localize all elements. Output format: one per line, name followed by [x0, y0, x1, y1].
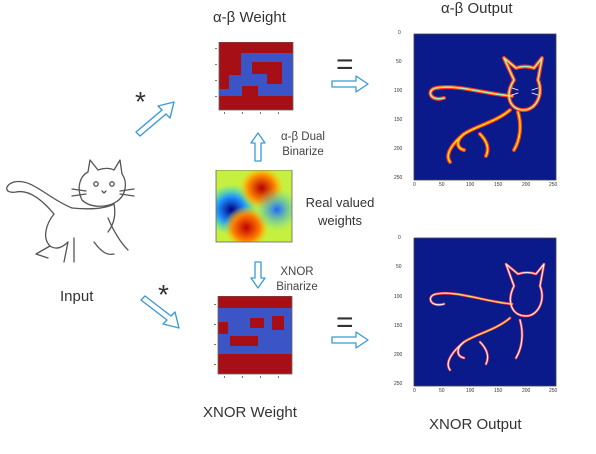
- input-cat-sketch: [6, 159, 135, 263]
- xnor-binarize-line2: Binarize: [276, 281, 318, 293]
- ab-weight-title: α-β Weight: [213, 9, 286, 26]
- xnor-output-panel: 0 50 100 150 200 250 0 50 100 150 200 25…: [386, 232, 564, 404]
- ab-x-tick-3: 150: [494, 182, 503, 188]
- ab-y-tick-3: 150: [394, 117, 403, 123]
- ab-x-tick-2: 100: [466, 182, 475, 188]
- xnor-x-tick-1: 50: [439, 388, 445, 394]
- ab-y-tick-2: 100: [394, 88, 403, 94]
- ab-binarize-annotation: α-β Dual Binarize: [268, 130, 338, 160]
- equals-sign-top: =: [336, 48, 354, 81]
- xnor-binarize-annotation: XNOR Binarize: [266, 265, 328, 295]
- ab-x-tick-4: 200: [522, 182, 531, 188]
- input-label: Input: [60, 288, 94, 305]
- xnor-x-tick-2: 100: [466, 388, 475, 394]
- equals-sign-bottom: =: [336, 306, 354, 339]
- xnor-output-title: XNOR Output: [429, 416, 522, 433]
- arrow-up-to-ab-weight: [250, 132, 266, 162]
- arrow-to-xnor-output: [331, 331, 369, 349]
- xnor-binarize-line1: XNOR: [280, 266, 314, 278]
- xnor-y-tick-5: 250: [394, 381, 403, 387]
- ab-x-tick-0: 0: [413, 182, 416, 188]
- ab-binarize-line1: α-β Dual: [281, 131, 325, 143]
- ab-y-tick-5: 250: [394, 175, 403, 181]
- xnor-y-tick-4: 200: [394, 352, 403, 358]
- ab-binarize-line2: Binarize: [282, 146, 324, 158]
- ab-output-title: α-β Output: [441, 0, 513, 17]
- real-weights-annotation: Real valued weights: [298, 194, 382, 230]
- real-weights-line2: weights: [317, 213, 363, 228]
- xnor-y-tick-1: 50: [396, 264, 402, 270]
- xnor-x-tick-0: 0: [413, 388, 416, 394]
- xnor-y-tick-0: 0: [398, 235, 401, 241]
- xnor-y-tick-3: 150: [394, 323, 403, 329]
- xnor-output-image: [413, 237, 557, 387]
- ab-y-tick-0: 0: [398, 30, 401, 36]
- convolution-symbol-top: *: [135, 86, 146, 117]
- xnor-x-tick-5: 250: [549, 388, 558, 394]
- ab-y-tick-4: 200: [394, 146, 403, 152]
- convolution-symbol-bottom: *: [158, 279, 169, 310]
- ab-x-tick-1: 50: [439, 182, 445, 188]
- ab-y-tick-1: 50: [396, 59, 402, 65]
- arrow-to-xnor-weight: [140, 295, 180, 329]
- xnor-x-tick-4: 200: [522, 388, 531, 394]
- ab-output-panel: 0 50 100 150 200 250 0 50 100 150 200 25…: [386, 22, 564, 192]
- arrow-down-to-xnor-weight: [250, 261, 266, 289]
- xnor-weight-title: XNOR Weight: [203, 404, 297, 421]
- xnor-y-tick-2: 100: [394, 294, 403, 300]
- real-weights-line1: Real valued: [305, 195, 375, 210]
- ab-weight-heatmap: [215, 42, 294, 114]
- arrow-to-ab-weight: [135, 101, 175, 137]
- real-valued-weights-heatmap: [215, 170, 293, 243]
- arrow-to-ab-output: [331, 75, 369, 93]
- xnor-x-tick-3: 150: [494, 388, 503, 394]
- ab-x-tick-5: 250: [549, 182, 558, 188]
- ab-output-image: [413, 33, 557, 181]
- xnor-weight-heatmap: [214, 296, 293, 378]
